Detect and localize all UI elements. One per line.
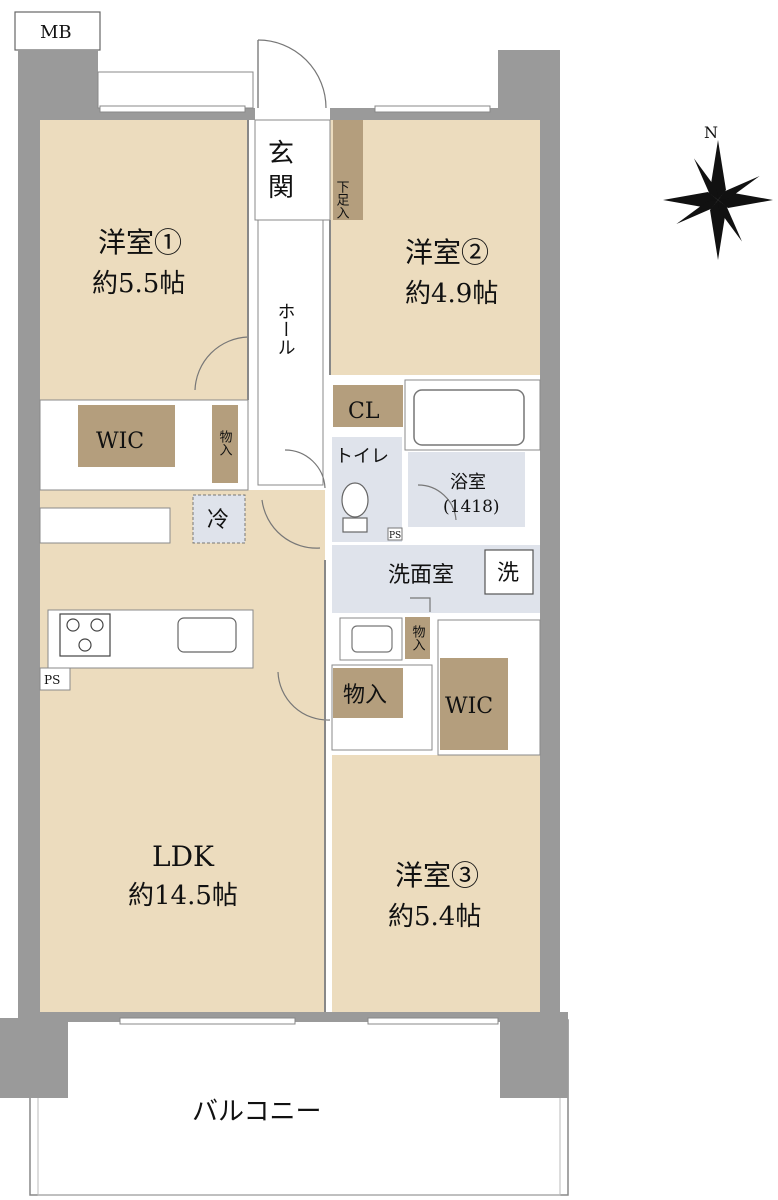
closet <box>333 385 403 427</box>
wic2-label: WIC <box>445 694 493 719</box>
compass-north-label: N <box>704 123 718 142</box>
compass-rose <box>663 140 773 260</box>
ldk-room <box>40 490 325 1012</box>
entrance-label-2: 関 <box>268 173 294 203</box>
storage-large <box>333 668 403 718</box>
outer-walls <box>0 50 568 1098</box>
western3-size: 約5.4帖 <box>388 902 481 932</box>
western2-name: 洋室② <box>405 236 489 269</box>
western-room-2 <box>330 120 540 375</box>
ldk-size: 約14.5帖 <box>128 881 238 911</box>
wic-2 <box>440 658 508 750</box>
wic1-label: WIC <box>96 429 144 454</box>
ps2-label: PS <box>389 531 401 541</box>
washer-label: 洗 <box>497 561 519 586</box>
washroom-label: 洗面室 <box>388 563 454 588</box>
storage-small2-label: 物入 <box>410 625 426 651</box>
shoe-box <box>333 120 363 220</box>
wic-1 <box>78 405 175 467</box>
storage-small-1 <box>212 405 238 483</box>
fridge-label: 冷 <box>207 508 229 533</box>
hall-label: ホール <box>275 302 296 356</box>
western-room-1 <box>40 120 248 400</box>
western2-size: 約4.9帖 <box>405 279 498 309</box>
balcony-label: バルコニー <box>192 1097 321 1127</box>
storage-large-label: 物入 <box>343 683 387 708</box>
western3-name: 洋室③ <box>395 859 479 892</box>
storage-small1-label: 物入 <box>217 430 233 456</box>
ps1-label: PS <box>44 673 60 687</box>
toilet-label: トイレ <box>335 446 389 467</box>
shoe-box-label: 下足入 <box>334 180 350 219</box>
bath-size: (1418) <box>443 497 500 517</box>
western1-name: 洋室① <box>98 226 182 259</box>
bathroom <box>408 452 525 527</box>
storage-small-2 <box>405 617 430 659</box>
entrance-label-1: 玄 <box>268 139 294 169</box>
western-room-3 <box>332 755 540 1012</box>
closet-label: CL <box>348 399 380 424</box>
ldk-name: LDK <box>152 840 215 873</box>
bath-name: 浴室 <box>450 472 486 493</box>
mb-box <box>14 11 101 51</box>
mb-label: MB <box>40 22 72 43</box>
windows <box>99 105 499 1025</box>
western1-size: 約5.5帖 <box>92 269 185 299</box>
